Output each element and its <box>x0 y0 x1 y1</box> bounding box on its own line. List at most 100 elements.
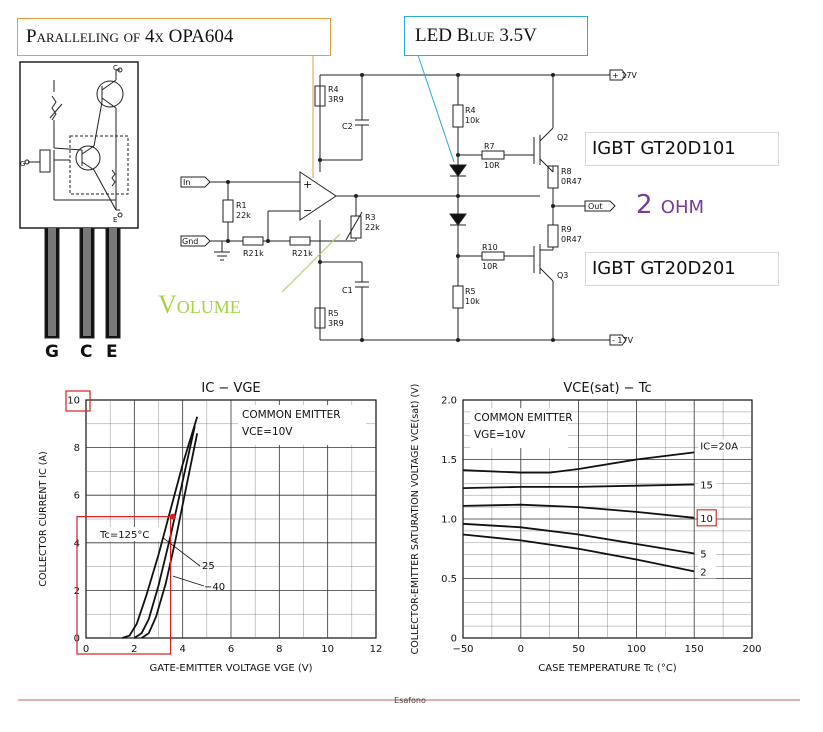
annotation-background <box>470 408 568 448</box>
x-tick-label: 12 <box>370 644 383 655</box>
port-out-label: Out <box>588 202 603 211</box>
y-tick-label: 6 <box>74 491 80 502</box>
y-tick-label: 0 <box>451 634 457 645</box>
load-callout-text: 2 ohm <box>636 190 705 220</box>
r1-value: 22k <box>236 211 251 220</box>
y-tick-label: 10 <box>67 396 80 407</box>
series-line-2 <box>141 433 199 639</box>
r8-ref: R8 <box>561 167 572 176</box>
x-tick-label: −50 <box>452 644 473 655</box>
x-tick-label: 0 <box>518 644 524 655</box>
r7-ref: R7 <box>484 142 495 151</box>
x-tick-label: 0 <box>83 644 89 655</box>
r4b-ref: R4 <box>465 106 476 115</box>
q3-ref: Q3 <box>557 271 568 280</box>
volume-callout: Volume <box>158 288 288 322</box>
series-label-25: 25 <box>202 561 215 572</box>
x-tick-label: 10 <box>321 644 334 655</box>
r9-ref: R9 <box>561 225 572 234</box>
y-axis-label: COLLECTOR-EMITTER SATURATION VOLTAGE VCE… <box>410 384 421 655</box>
opamp-plus-sign: + <box>303 178 312 191</box>
r1-ref: R1 <box>236 201 247 210</box>
r10-value: 10R <box>482 262 498 271</box>
y-axis-label: COLLECTOR CURRENT IC (A) <box>38 451 49 586</box>
rail-pos-label: + 17V <box>612 71 637 80</box>
y-tick-label: 8 <box>74 443 80 454</box>
series-label-tc125: Tc=125°C <box>99 530 149 541</box>
r2a-ref: R2 <box>243 249 254 258</box>
y-tick-label: 1.5 <box>441 455 457 466</box>
y-tick-label: 2.0 <box>441 396 457 407</box>
r4b-value: 10k <box>465 116 480 125</box>
chart-title: VCE(sat) − Tc <box>563 381 651 396</box>
amplifier-schematic: In Gnd Out + 17V - 17V + − R1 22k R2 1k … <box>19 54 637 362</box>
highlight-box-low-region <box>76 516 172 655</box>
series-end-label-background <box>698 439 741 453</box>
r5b-ref: R5 <box>465 287 476 296</box>
q2-type-callout: IGBT GT20D101 <box>585 132 779 166</box>
leader-25 <box>163 537 201 567</box>
r5b-value: 10k <box>465 297 480 306</box>
series-end-label: 15 <box>700 480 713 491</box>
series-end-label: IC=20A <box>700 441 738 452</box>
r2b-value: 1k <box>303 249 313 258</box>
leader-40 <box>172 575 205 587</box>
port-gnd-label: Gnd <box>182 237 198 246</box>
tc125-label-background <box>96 527 160 541</box>
q2-type-text: IGBT GT20D101 <box>592 138 736 159</box>
y-tick-label: 1.0 <box>441 515 457 526</box>
highlight-box-10a <box>696 509 717 527</box>
package-pin-c: C <box>113 64 118 72</box>
opamp-minus-sign: − <box>303 204 312 217</box>
paralleling-callout: Paralleling of 4x OPA604 <box>17 18 331 56</box>
series-end-label: 5 <box>700 550 706 561</box>
r5a-value: 3R9 <box>328 319 344 328</box>
r5a-ref: R5 <box>328 309 339 318</box>
series-end-label-background <box>698 565 717 579</box>
q3-type-callout: IGBT GT20D201 <box>585 252 779 286</box>
series-line-1 <box>462 483 695 489</box>
series-end-label-background <box>698 478 717 492</box>
igbt-package-drawing <box>19 61 139 339</box>
r9-value: 0R47 <box>561 235 582 244</box>
r4a-ref: R4 <box>328 85 339 94</box>
x-tick-label: 50 <box>572 644 585 655</box>
c1-ref: C1 <box>342 286 353 295</box>
x-tick-label: 2 <box>131 644 137 655</box>
r3-ref: R3 <box>365 213 376 222</box>
package-leg-e: E <box>106 342 118 362</box>
package-pin-g: G <box>20 160 25 168</box>
series-line-1 <box>133 426 196 639</box>
load-callout: 2 ohm <box>636 188 756 222</box>
series-line-0 <box>462 451 695 474</box>
volume-leader-line <box>281 233 341 293</box>
x-tick-label: 4 <box>179 644 185 655</box>
series-line-2 <box>462 503 695 519</box>
paralleling-callout-text: Paralleling of 4x OPA604 <box>26 26 234 47</box>
series-line-0 <box>122 416 199 639</box>
r10-ref: R10 <box>482 243 498 252</box>
r2a-value: 1k <box>254 249 264 258</box>
led-callout-text: LED Blue 3.5V <box>415 25 537 46</box>
x-tick-label: 6 <box>228 644 234 655</box>
led-leader-line <box>417 54 455 163</box>
footer-credit: Esafono <box>394 696 426 705</box>
x-tick-label: 100 <box>627 644 646 655</box>
q3-type-text: IGBT GT20D201 <box>592 258 736 279</box>
led-callout: LED Blue 3.5V <box>404 16 588 56</box>
x-axis-label: GATE-EMITTER VOLTAGE VGE (V) <box>150 663 313 674</box>
r7-value: 10R <box>484 161 500 170</box>
r3-value: 22k <box>365 223 380 232</box>
annotation-line: VGE=10V <box>474 429 526 441</box>
q2-ref: Q2 <box>557 133 568 142</box>
junction-dots <box>226 73 555 342</box>
port-in-label: In <box>183 178 190 187</box>
series-end-label-background <box>698 511 717 525</box>
series-end-label: 2 <box>700 567 706 578</box>
package-leg-c: C <box>80 342 92 362</box>
series-end-label: 10 <box>700 514 713 525</box>
r2b-ref: R2 <box>292 249 303 258</box>
r8-value: 0R47 <box>561 177 582 186</box>
r4a-value: 3R9 <box>328 95 344 104</box>
